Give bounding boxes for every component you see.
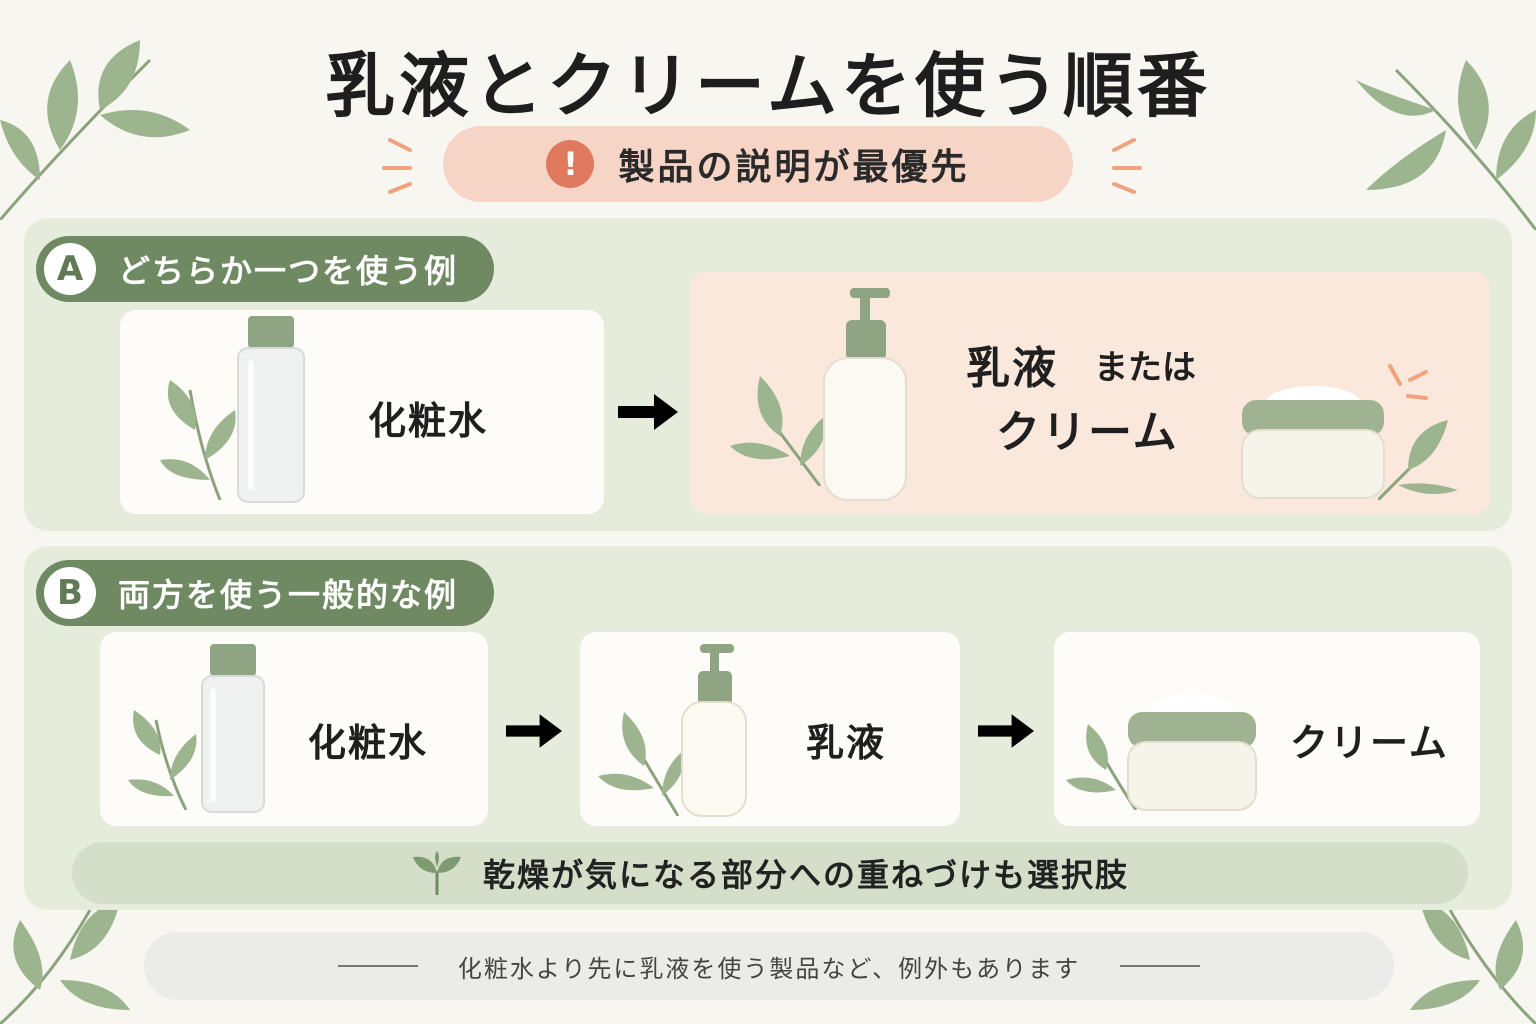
divider-left [337,965,418,967]
sprout-icon [412,851,461,895]
divider-right [1120,965,1201,967]
tip-text: 乾燥が気になる部分への重ねづけも選択肢 [482,856,1129,894]
spark-icon [1388,364,1428,400]
section-b-milk-card [580,632,960,826]
section-a-letter: A [44,243,96,295]
section-b-step2-label: 乳液 [806,721,887,765]
section-b-heading: 両方を使う一般的な例 [118,576,459,614]
arrow-right-icon [978,714,1034,748]
pump-bottle-icon [681,644,747,817]
leaf-decoration-top-right [1356,60,1536,230]
spark-left-icon [382,138,412,194]
leaf-decoration-bottom-right [1410,900,1536,1024]
spark-right-icon [1112,138,1142,194]
leaf-decoration-bottom-left [0,900,130,1024]
layering-tip: 乾燥が気になる部分への重ねづけも選択肢 [72,842,1468,904]
toner-bottle-icon [201,644,265,813]
leaf-decoration-top-left [0,40,190,220]
toner-bottle-icon [237,316,305,503]
section-b-step3-label: クリーム [1290,721,1449,765]
leaf-icon [730,376,826,486]
section-a-heading: どちらか一つを使う例 [118,252,459,290]
arrow-right-icon [618,394,678,430]
section-a-or-label: または [1094,348,1196,388]
section-a-toner-card [120,310,604,514]
notice-text: 製品の説明が最優先 [618,147,970,188]
exclamation-icon: ! [546,140,595,188]
section-b-badge: B 両方を使う一般的な例 [36,560,495,626]
section-a-step1-label: 化粧水 [368,399,489,443]
cream-jar-icon [1241,386,1385,499]
exception-note: 化粧水より先に乳液を使う製品など、例外もあります [144,932,1394,1000]
leaf-icon [1378,420,1458,500]
exception-note-text: 化粧水より先に乳液を使う製品など、例外もあります [457,954,1081,983]
section-b-step1-label: 化粧水 [308,721,429,765]
leaf-icon [598,712,685,816]
leaf-icon [160,380,236,500]
section-a-cream-label: クリーム [996,407,1179,458]
section-a-badge: A どちらか一つを使う例 [36,236,495,302]
arrow-right-icon [506,714,562,748]
pump-bottle-icon [823,288,907,501]
page-title: 乳液とクリームを使う順番 [325,45,1211,127]
priority-notice: ! 製品の説明が最優先 [443,126,1073,202]
section-a-milk-label: 乳液 [966,343,1058,394]
cream-jar-icon [1127,694,1257,811]
leaf-icon [128,710,197,810]
section-b-letter: B [44,567,96,619]
